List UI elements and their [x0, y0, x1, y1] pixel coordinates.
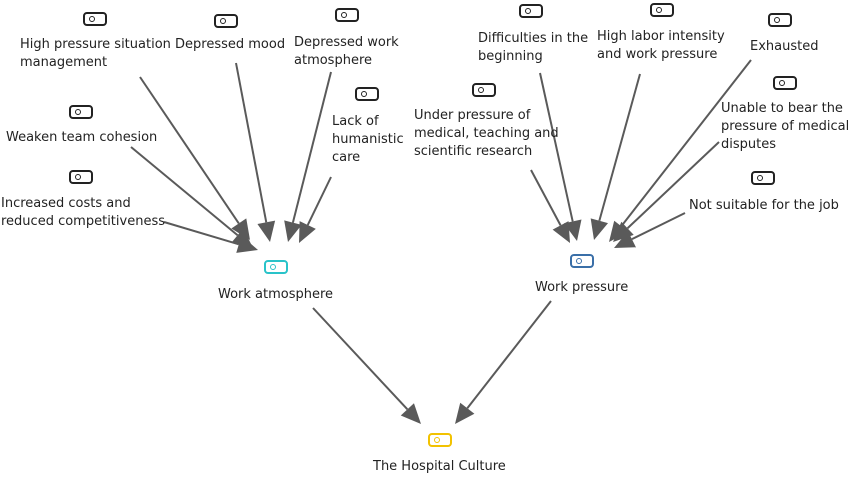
edge-n11-wp-arrowhead [613, 221, 634, 242]
node-label-n9: Exhausted [750, 39, 819, 54]
node-label-n8: High labor intensity and work pressure [597, 29, 725, 62]
node-label-n4: Lack of humanistic care [332, 114, 404, 165]
edge-n8-wp-arrowhead [590, 218, 609, 240]
edge-n2-wa-arrowhead [257, 220, 276, 242]
edge-n12-wp-arrowhead [614, 231, 636, 248]
node-label-n3: Depressed work atmosphere [294, 35, 399, 68]
node-label-n1: High pressure situation management [20, 37, 171, 70]
tag-icon [428, 433, 452, 447]
edge-n3-wa-line [291, 71, 332, 223]
node-label-n5: Weaken team cohesion [6, 130, 158, 145]
tag-icon [69, 105, 93, 119]
node-label-wp: Work pressure [535, 280, 629, 295]
edge-wa-hc-arrowhead [400, 403, 421, 424]
edge-n7-wp-line [539, 72, 574, 222]
tag-icon [519, 4, 543, 18]
edge-wp-hc-arrowhead [455, 402, 475, 424]
edge-n5-wa-line [130, 146, 239, 237]
edge-n9-wp-line [620, 59, 752, 227]
tag-icon [650, 3, 674, 17]
node-label-wa: Work atmosphere [218, 287, 334, 302]
tag-icon [472, 83, 496, 97]
node-label-n11: Unable to bear the pressure of medical d… [721, 101, 850, 152]
tag-icon [335, 8, 359, 22]
node-label-n7: Difficulties in the beginning [478, 31, 589, 64]
tag-icon [773, 76, 797, 90]
edge-n10-wp-line [530, 169, 562, 226]
edge-n12-wp-line [631, 212, 686, 241]
edge-n8-wp-line [598, 73, 641, 221]
edge-n3-wa-arrowhead [284, 220, 302, 242]
tag-icon [751, 171, 775, 185]
node-label-n10: Under pressure of medical, teaching and … [414, 108, 559, 159]
node-label-n6: Increased costs and reduced competitiven… [1, 196, 165, 229]
edge-n10-wp-arrowhead [552, 221, 570, 243]
edge-wp-hc-line [466, 300, 552, 409]
edge-n2-wa-line [235, 62, 268, 223]
edge-n11-wp-line [626, 141, 720, 230]
edge-wa-hc-line [312, 307, 409, 411]
tag-icon [264, 260, 288, 274]
tag-icon [69, 170, 93, 184]
edge-n6-wa-line [163, 221, 240, 246]
tag-icon [355, 87, 379, 101]
tag-icon [570, 254, 594, 268]
node-label-n2: Depressed mood [175, 37, 286, 52]
edge-n4-wa-line [306, 176, 332, 226]
edge-n1-wa-line [139, 76, 240, 224]
tag-icon [83, 12, 107, 26]
node-label-hc: The Hospital Culture [373, 459, 506, 474]
node-label-n12: Not suitable for the job [689, 198, 839, 213]
tag-icon [768, 13, 792, 27]
edge-n4-wa-arrowhead [299, 221, 316, 243]
tag-icon [214, 14, 238, 28]
edge-n6-wa-arrowhead [236, 235, 258, 253]
